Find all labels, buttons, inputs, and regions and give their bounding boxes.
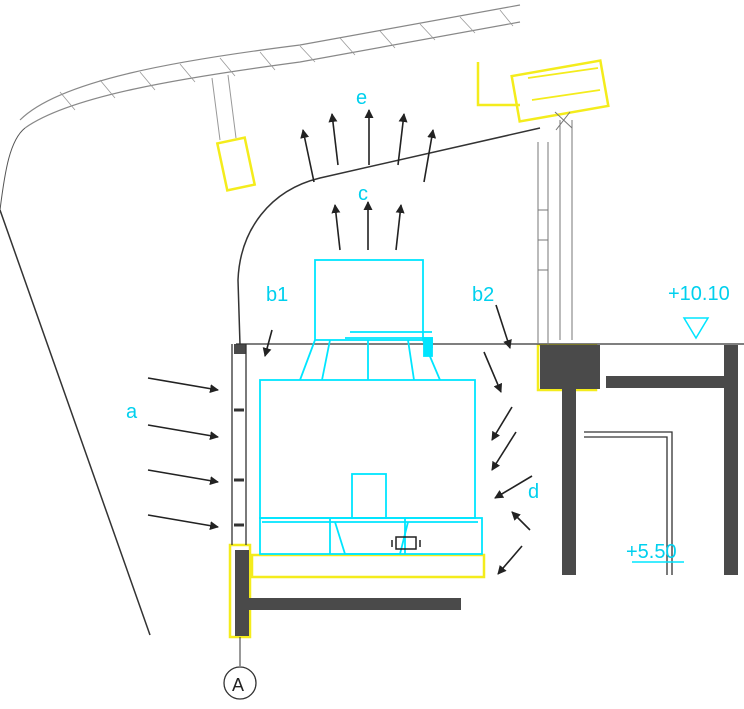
label-elev-low: +5.50 — [626, 541, 677, 563]
arrow-d-3 — [491, 431, 517, 471]
arrow-d-4 — [494, 475, 533, 499]
inner-channel — [584, 431, 673, 575]
arrow-e-2 — [328, 113, 339, 166]
axis-bubble — [223, 637, 257, 700]
left-post-cap — [234, 344, 246, 354]
label-e: e — [356, 87, 367, 109]
arrow-b2 — [495, 304, 512, 349]
tower-fan-motor — [423, 337, 433, 357]
arrow-a-2 — [147, 424, 219, 441]
airflow-arrows — [147, 109, 533, 575]
arrow-d-1 — [483, 351, 503, 393]
tower-fan-stack — [314, 259, 424, 341]
top-right-equipment-detail — [527, 67, 601, 101]
label-c: c — [358, 183, 368, 205]
tower-basin-dividers — [262, 518, 478, 554]
roof-truss-outer — [19, 4, 521, 121]
arrow-a-4 — [147, 514, 219, 531]
top-right-frame — [476, 62, 520, 107]
elevation-triangle — [682, 317, 710, 340]
left-slope-line — [0, 209, 151, 636]
arrow-a-3 — [147, 469, 219, 486]
right-pipe-b — [559, 120, 573, 340]
arrow-b1 — [262, 329, 273, 357]
label-b1: b1 — [266, 284, 288, 306]
valve-symbol — [391, 536, 421, 550]
elevation-marker — [632, 317, 710, 563]
arrow-e-1 — [300, 129, 315, 183]
hanger-rod-left — [211, 74, 237, 141]
arrow-c-3 — [395, 204, 405, 251]
right-far-column — [724, 345, 738, 575]
tower-shell-curve — [237, 127, 541, 346]
arrow-d-6 — [497, 545, 523, 575]
right-beam — [606, 376, 724, 388]
structural-lines — [231, 111, 744, 575]
right-column — [562, 389, 576, 575]
left-post-ticks — [234, 408, 244, 527]
label-elev-high: +10.10 — [668, 283, 730, 305]
tower-inner-box — [351, 473, 387, 519]
concrete-structure — [234, 344, 738, 636]
label-a: a — [126, 401, 138, 423]
hanger-bracket-left — [215, 136, 257, 192]
pipe-rungs — [538, 209, 548, 271]
label-d: d — [528, 481, 539, 503]
roof-structure — [0, 4, 541, 636]
tower-base-slab — [250, 553, 486, 579]
label-b2: b2 — [472, 284, 494, 306]
arrow-e-4 — [397, 113, 408, 166]
tower-transition — [299, 339, 441, 381]
labels: e c a b1 b2 d +10.10 +5.50 A — [126, 87, 730, 695]
arrow-e-5 — [423, 129, 437, 183]
tower-basin-funnel — [334, 521, 409, 555]
roof-truss-inner — [24, 21, 521, 129]
arrow-d-5 — [511, 511, 531, 531]
right-column-head — [540, 345, 600, 389]
lower-slab — [249, 598, 461, 610]
label-axis-a: A — [232, 675, 244, 695]
arrow-a-1 — [147, 377, 219, 394]
tower-basin — [259, 517, 483, 555]
left-wall-lower — [235, 550, 249, 636]
arrow-d-2 — [491, 406, 513, 441]
left-post — [231, 344, 247, 545]
pipe-join — [554, 111, 573, 131]
left-upper-curve — [0, 127, 26, 211]
roof-truss-hatch — [59, 9, 514, 111]
tower-body — [259, 379, 476, 519]
right-pipe-a — [537, 142, 549, 345]
top-right-equipment — [510, 59, 610, 123]
arrow-c-1 — [331, 204, 341, 251]
cooling-tower — [259, 259, 483, 555]
